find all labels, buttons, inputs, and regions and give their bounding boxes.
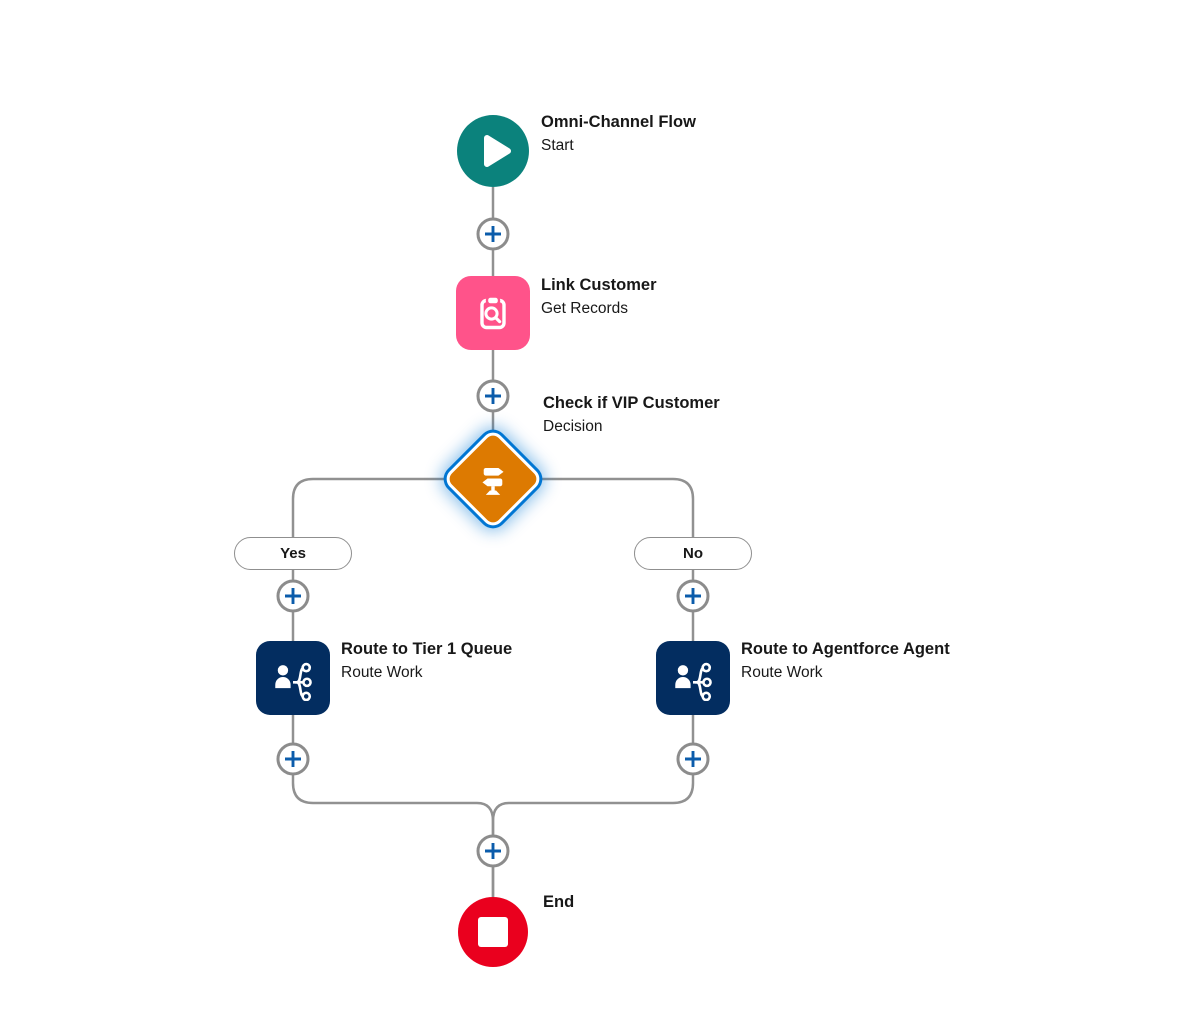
plus-icon bbox=[476, 379, 510, 413]
decision-node[interactable] bbox=[442, 428, 544, 530]
record-lookup-icon bbox=[469, 289, 517, 337]
node-subtitle: Get Records bbox=[541, 300, 629, 317]
branch-label-no: No bbox=[634, 537, 752, 570]
node-title: Route to Agentforce Agent bbox=[741, 640, 950, 658]
node-title: Route to Tier 1 Queue bbox=[341, 640, 513, 658]
add-element-button[interactable] bbox=[276, 742, 310, 776]
node-subtitle: Route Work bbox=[341, 664, 423, 681]
plus-icon bbox=[676, 579, 710, 613]
add-element-button[interactable] bbox=[476, 217, 510, 251]
node-subtitle: Route Work bbox=[741, 664, 823, 681]
play-icon bbox=[457, 115, 529, 187]
node-title: Check if VIP Customer bbox=[543, 394, 720, 412]
route-tier1-node[interactable] bbox=[256, 641, 330, 715]
add-element-button[interactable] bbox=[676, 579, 710, 613]
branch-label-text: Yes bbox=[280, 545, 306, 562]
connector-decision-no bbox=[542, 477, 695, 537]
add-element-button[interactable] bbox=[476, 379, 510, 413]
plus-icon bbox=[676, 742, 710, 776]
plus-icon bbox=[276, 579, 310, 613]
end-node[interactable] bbox=[458, 897, 528, 967]
end-node-label: End bbox=[543, 890, 574, 914]
connector-decision-yes bbox=[291, 477, 444, 537]
stop-icon bbox=[478, 917, 508, 947]
node-title: End bbox=[543, 893, 575, 911]
plus-icon bbox=[476, 834, 510, 868]
route-tier1-node-label: Route to Tier 1 Queue Route Work bbox=[341, 637, 512, 684]
node-title: Omni-Channel Flow bbox=[541, 113, 696, 131]
node-title: Link Customer bbox=[541, 276, 657, 294]
connector-routeright-merge bbox=[491, 715, 695, 897]
plus-icon bbox=[276, 742, 310, 776]
start-node[interactable] bbox=[457, 115, 529, 187]
route-work-icon bbox=[670, 655, 716, 701]
node-subtitle: Start bbox=[541, 137, 574, 154]
connector-routeleft-merge bbox=[291, 715, 495, 897]
branch-label-text: No bbox=[683, 545, 703, 562]
route-agentforce-node[interactable] bbox=[656, 641, 730, 715]
node-subtitle: Decision bbox=[543, 418, 603, 435]
add-element-button[interactable] bbox=[476, 834, 510, 868]
get-records-node-label: Link Customer Get Records bbox=[541, 273, 657, 320]
route-work-icon bbox=[270, 655, 316, 701]
add-element-button[interactable] bbox=[676, 742, 710, 776]
add-element-button[interactable] bbox=[276, 579, 310, 613]
route-agentforce-node-label: Route to Agentforce Agent Route Work bbox=[741, 637, 950, 684]
branch-label-yes: Yes bbox=[234, 537, 352, 570]
plus-icon bbox=[476, 217, 510, 251]
get-records-node[interactable] bbox=[456, 276, 530, 350]
decision-node-label: Check if VIP Customer Decision bbox=[543, 391, 720, 438]
signpost-icon bbox=[470, 456, 516, 502]
start-node-label: Omni-Channel Flow Start bbox=[541, 110, 696, 157]
